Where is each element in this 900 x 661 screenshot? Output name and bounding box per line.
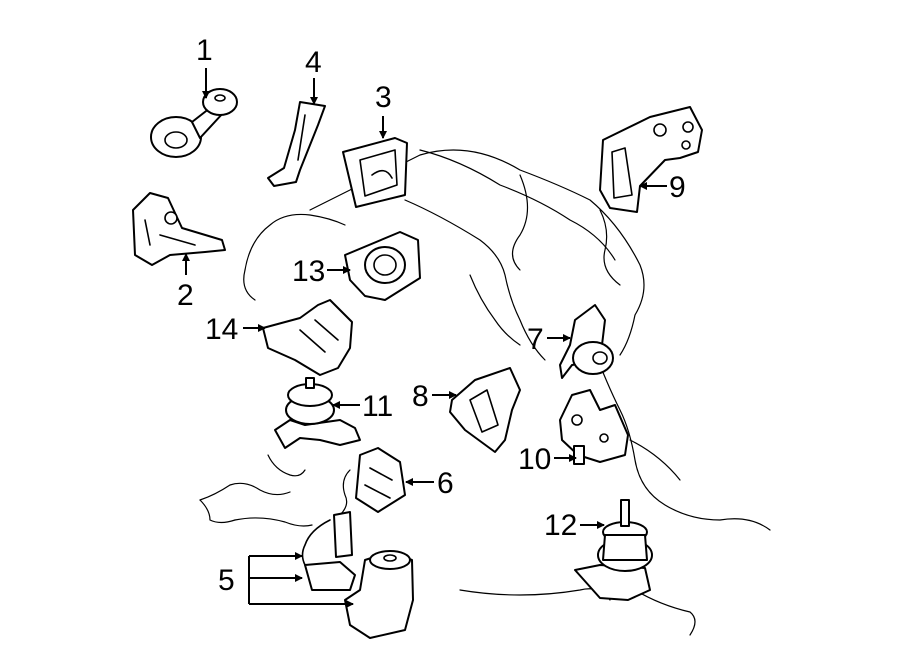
callout-13: 13 [292,255,325,288]
part-7-mount [559,304,614,379]
callout-14: 14 [205,313,238,346]
callout-6: 6 [437,467,454,500]
engine-outline [199,149,771,636]
callout-8: 8 [412,380,429,413]
callout-12: 12 [544,509,577,542]
callout-2: 2 [177,279,194,312]
leader-lines [182,68,667,608]
part-1-torque-rod [150,88,238,158]
callout-4: 4 [305,46,322,79]
callout-1: 1 [196,34,213,67]
part-2-bracket [132,192,226,266]
part-3-plate [342,137,408,208]
part-11-mount [274,377,361,449]
callout-5: 5 [218,564,235,597]
part-10-bracket [559,389,629,465]
part-14-bracket [262,299,353,376]
callout-10: 10 [518,443,551,476]
part-9-bracket [599,106,703,213]
part-5-assembly [301,511,414,639]
part-12-mount [574,499,653,601]
callout-3: 3 [375,81,392,114]
callout-9: 9 [669,171,686,204]
callout-11: 11 [362,390,393,423]
part-6-bracket [355,447,406,513]
callout-7: 7 [527,323,544,356]
part-8-bracket [449,367,521,453]
part-13-mount [344,231,421,301]
callout-labels: 1 2 3 4 5 6 7 8 9 10 11 12 13 14 [177,34,686,597]
part-4-strap [267,101,326,187]
